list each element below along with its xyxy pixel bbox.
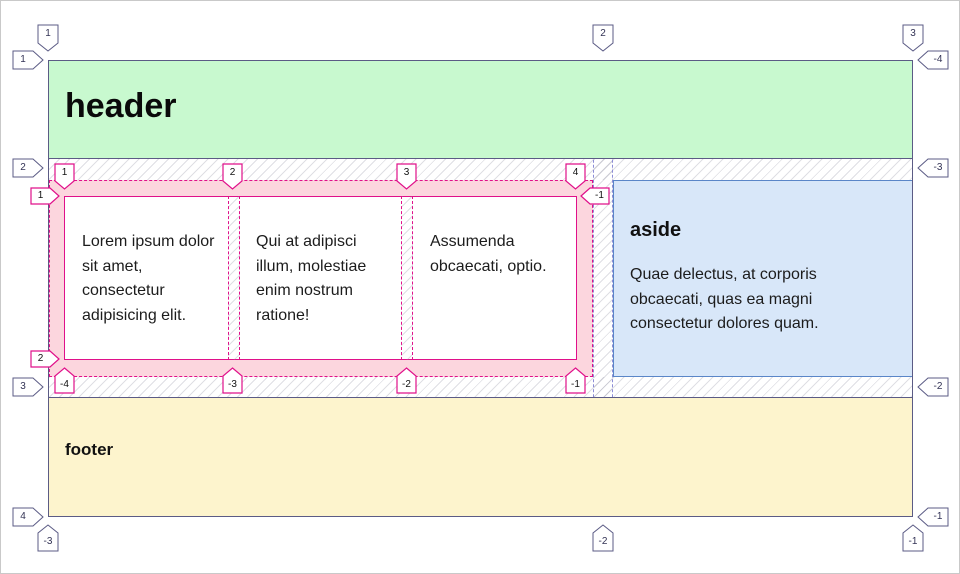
- header-region: header: [48, 60, 913, 159]
- aside-region: aside Quae delectus, at corporis obcaeca…: [613, 180, 913, 377]
- subgrid-gap-2: [401, 196, 413, 360]
- inner-row-line-label-left-1: 1: [37, 190, 44, 201]
- outer-row-line-label-left-1: 1: [20, 54, 26, 65]
- inner-row-line-label-right-1: -1: [595, 190, 604, 201]
- outer-row-line-label-right-1: -4: [933, 54, 943, 65]
- inner-col-line-label-top-3: 3: [403, 166, 410, 178]
- outer-col-line-label-top-3: 3: [910, 28, 916, 39]
- main-column-2-text: Qui at adipisci illum, molestiae enim no…: [256, 233, 367, 324]
- outer-row-line-label-right-2: -3: [933, 162, 943, 173]
- outer-col-line-label-bottom-1: -3: [43, 536, 53, 547]
- inner-col-line-label-top-2: 2: [229, 166, 236, 178]
- outer-row-line-label-left-3: 3: [20, 381, 26, 392]
- subgrid-gap-1: [228, 196, 240, 360]
- main-column-3-text: Assumenda obcaecati, optio.: [430, 233, 547, 275]
- outer-row-line-label-right-4: -1: [933, 511, 943, 522]
- inner-col-line-label-top-1: 1: [61, 166, 68, 178]
- footer-region: footer: [48, 397, 913, 517]
- aside-title: aside: [630, 219, 682, 241]
- inner-col-line-label-bottom-4: -1: [571, 378, 580, 390]
- outer-col-line-label-bottom-3: -1: [908, 536, 918, 547]
- footer-title: footer: [65, 440, 114, 459]
- inner-row-line-label-left-2: 2: [37, 353, 44, 364]
- aside-text: Quae delectus, at corporis obcaecati, qu…: [630, 266, 819, 332]
- header-title: header: [65, 87, 177, 125]
- inner-col-line-label-bottom-3: -2: [402, 378, 411, 390]
- inner-col-line-label-bottom-2: -3: [228, 378, 237, 390]
- outer-row-line-label-left-2: 2: [20, 162, 26, 173]
- outer-col-line-label-top-1: 1: [45, 28, 51, 39]
- outer-row-line-label-left-4: 4: [20, 511, 26, 522]
- outer-row-line-label-right-3: -2: [933, 381, 943, 392]
- outer-col-line-label-bottom-2: -2: [598, 536, 608, 547]
- main-subgrid: [64, 196, 577, 360]
- outer-col-line-label-top-2: 2: [600, 28, 606, 39]
- inner-col-line-label-bottom-1: -4: [60, 378, 69, 390]
- inner-col-line-label-top-4: 4: [572, 166, 579, 178]
- main-column-1-text: Lorem ipsum dolor sit amet, consectetur …: [82, 233, 215, 324]
- row-gap-1: [49, 159, 912, 180]
- row-gap-2: [49, 377, 912, 397]
